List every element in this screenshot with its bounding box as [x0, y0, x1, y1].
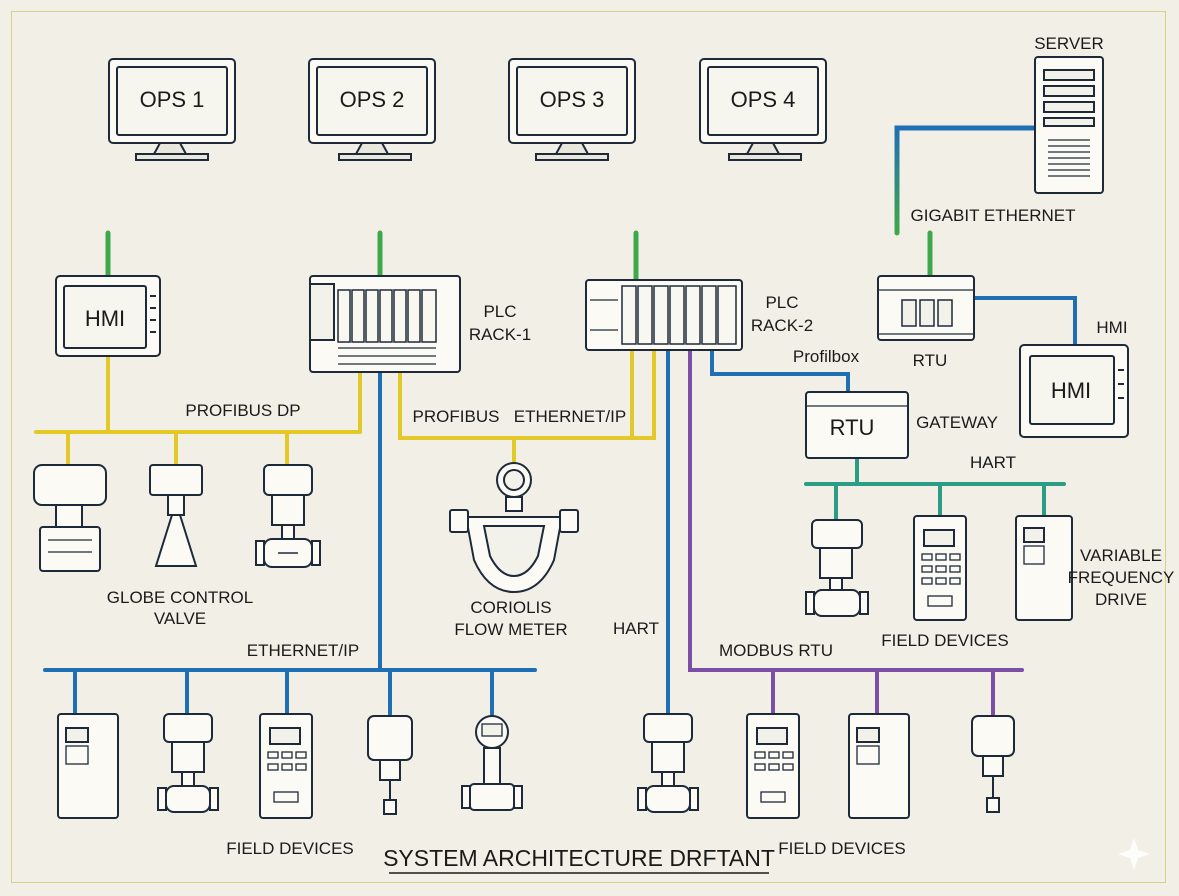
ops-station-2: OPS 2	[308, 58, 436, 161]
ops-4-label: OPS 4	[731, 87, 796, 112]
ethernet-ip-mid-label: ETHERNET/IP	[514, 407, 626, 426]
profilbox-label: Profilbox	[793, 347, 860, 366]
rtu-gateway: RTU	[805, 391, 909, 459]
sparkle-icon	[1118, 838, 1150, 870]
plc-rack-1-line2: RACK-1	[469, 325, 531, 344]
hmi-left-panel: HMI	[55, 275, 161, 357]
rtu-top-module	[877, 275, 975, 341]
vfd-label-line1: VARIABLE	[1080, 546, 1162, 565]
server-tower	[1034, 56, 1104, 194]
field-devices-bottom-right-label: FIELD DEVICES	[778, 839, 906, 858]
bottom-drive-2	[848, 713, 910, 819]
profibus-links	[34, 348, 656, 467]
bottom-level-switch-2	[971, 715, 1015, 813]
hart-links	[804, 456, 1066, 522]
control-valve-device	[255, 464, 321, 568]
radar-level-device	[149, 464, 203, 567]
hmi-left-label: HMI	[85, 306, 125, 331]
vfd-label-line2: FREQUENCY	[1068, 568, 1175, 587]
plc-rack-2	[585, 279, 743, 351]
modbus-links	[688, 348, 1024, 716]
bottom-valve-2	[637, 713, 699, 813]
blue-links	[43, 296, 1077, 716]
coriolis-flow-meter	[449, 462, 579, 594]
variable-frequency-drive	[1015, 515, 1073, 621]
plc-rack-2-line1: PLC	[765, 293, 798, 312]
border-frame	[11, 11, 1166, 883]
coriolis-label-line1: CORIOLIS	[470, 598, 551, 617]
modbus-rtu-label: MODBUS RTU	[719, 641, 833, 660]
plc-rack-2-line2: RACK-2	[751, 316, 813, 335]
gigabit-ethernet-bus	[32, 125, 1038, 283]
bottom-flow-transmitter	[461, 715, 523, 811]
bottom-transmitter-2	[746, 713, 800, 819]
ops-station-3: OPS 3	[508, 58, 636, 161]
coriolis-label-line2: FLOW METER	[454, 620, 567, 639]
ethernet-ip-bottom-label: ETHERNET/IP	[247, 641, 359, 660]
globe-valve-label-line1: GLOBE CONTROL	[107, 588, 253, 607]
field-devices-left-label: FIELD DEVICES	[226, 839, 354, 858]
profibus-dp-label: PROFIBUS DP	[185, 401, 300, 420]
gateway-label: GATEWAY	[916, 413, 998, 432]
actuator-device	[33, 464, 107, 572]
hart-top-label: HART	[970, 453, 1016, 472]
ops-2-label: OPS 2	[340, 87, 405, 112]
ops-station-4: OPS 4	[699, 58, 827, 161]
diagram-title: SYSTEM ARCHITECTURE DRFTANT	[383, 845, 775, 871]
globe-valve-label-line2: VALVE	[154, 609, 206, 628]
field-devices-right-label: FIELD DEVICES	[881, 631, 1009, 650]
plc-rack-1-line1: PLC	[483, 302, 516, 321]
hmi-right-screen-label: HMI	[1051, 378, 1091, 403]
vfd-label-line3: DRIVE	[1095, 590, 1147, 609]
gigabit-ethernet-label: GIGABIT ETHERNET	[911, 206, 1076, 225]
ops-1-label: OPS 1	[140, 87, 205, 112]
bottom-valve-1	[157, 713, 219, 813]
hart-transmitter	[913, 515, 967, 621]
hmi-right-label: HMI	[1096, 318, 1127, 337]
hmi-right-panel: HMI	[1019, 344, 1129, 438]
bottom-drive-1	[57, 713, 119, 819]
server-label: SERVER	[1034, 34, 1104, 53]
profibus-label: PROFIBUS	[413, 407, 500, 426]
ops-3-label: OPS 3	[540, 87, 605, 112]
hart-mid-label: HART	[613, 619, 659, 638]
ops-station-1: OPS 1	[108, 58, 236, 161]
bottom-transmitter-1	[259, 713, 313, 819]
plc-rack-1	[309, 275, 461, 373]
rtu-top-label: RTU	[913, 351, 948, 370]
rtu-gateway-label: RTU	[830, 415, 875, 440]
bottom-level-switch	[367, 715, 413, 815]
hart-control-valve	[805, 519, 869, 617]
